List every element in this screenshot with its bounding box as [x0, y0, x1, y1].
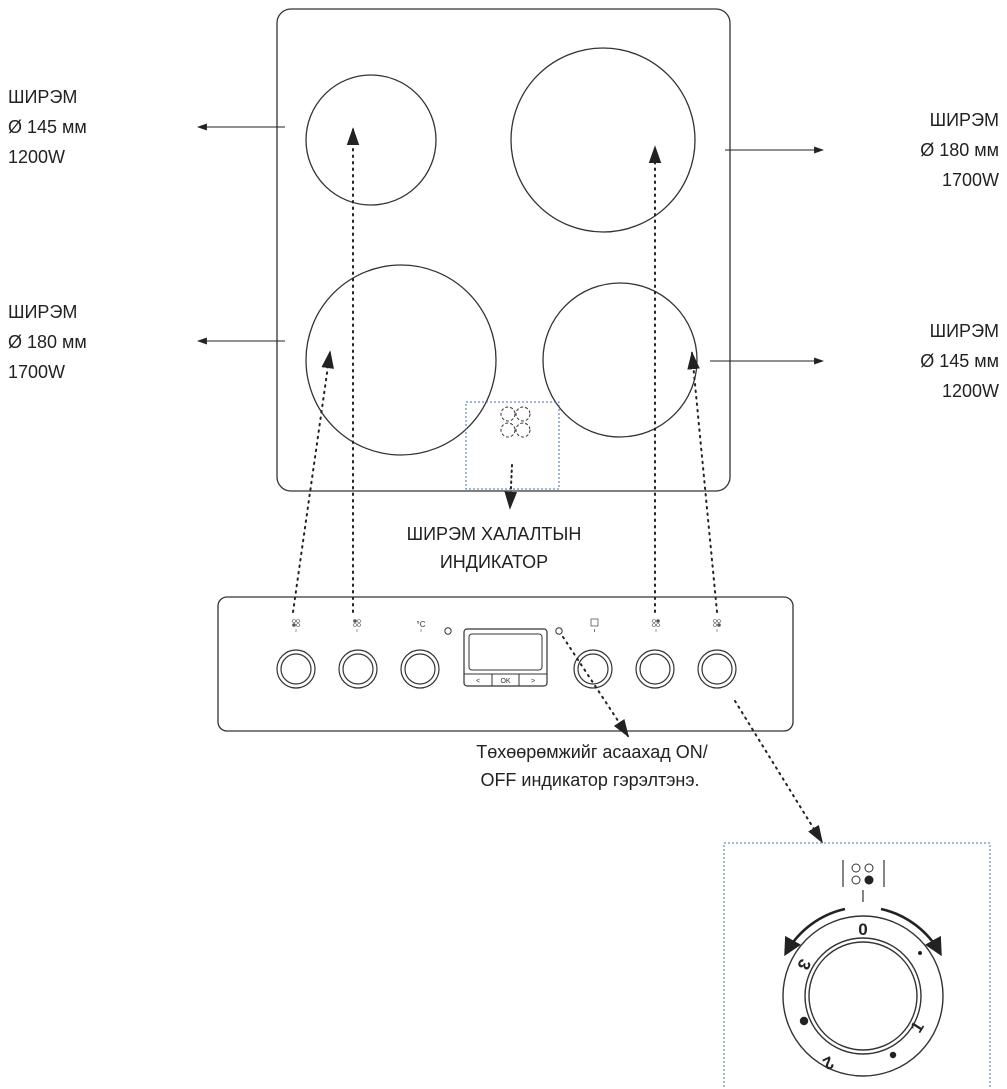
knob-temperature[interactable]: [400, 649, 440, 689]
heat-indicator-pointer: [504, 464, 518, 510]
knob-position-3: 3: [793, 956, 814, 973]
zone-top-right: [510, 47, 696, 233]
hob-zone-indicator-icon: [353, 619, 361, 632]
zone-bottom-right: [542, 282, 698, 438]
display-left-button[interactable]: <: [476, 678, 480, 685]
svg-text:1200W: 1200W: [942, 381, 999, 401]
knob-detail-inset: [723, 842, 991, 1089]
power-indicator-light: [444, 627, 452, 635]
onoff-indicator-light: [555, 627, 563, 635]
svg-text:ШИРЭМ: ШИРЭМ: [8, 87, 77, 107]
knob-detail[interactable]: [782, 915, 944, 1077]
timer-display: [463, 628, 548, 687]
knob-dots: [799, 951, 922, 1059]
svg-text:ИНДИКАТОР: ИНДИКАТОР: [440, 552, 548, 572]
onoff-pointer: [562, 636, 629, 738]
svg-text:ШИРЭМ ХАЛАЛТЫН: ШИРЭМ ХАЛАЛТЫН: [407, 524, 582, 544]
knob-detail-pointer: [734, 700, 823, 844]
zone-top-left: [305, 74, 437, 206]
hob-zone-indicator-icon: [292, 619, 300, 632]
display-right-button[interactable]: >: [531, 678, 535, 685]
hob-zone-indicator-icon: [652, 619, 660, 632]
label-top-left: ШИРЭМ Ø 145 мм 1200W: [8, 87, 87, 167]
knob-oven-function[interactable]: [573, 649, 613, 689]
zone-bottom-left: [305, 264, 497, 456]
svg-text:Ø 180 мм: Ø 180 мм: [8, 332, 87, 352]
svg-text:Ø 180 мм: Ø 180 мм: [920, 140, 999, 160]
zone-connectors: [292, 127, 718, 613]
knob-zone-bottom-right[interactable]: [697, 649, 737, 689]
knob-zone-bottom-left[interactable]: [276, 649, 316, 689]
svg-text:1200W: 1200W: [8, 147, 65, 167]
svg-text:OFF индикатор гэрэлтэнэ.: OFF индикатор гэрэлтэнэ.: [480, 770, 699, 790]
svg-text:ШИРЭМ: ШИРЭМ: [930, 321, 999, 341]
knob-position-1: 1: [907, 1018, 928, 1036]
heat-indicator-label: ШИРЭМ ХАЛАЛТЫН ИНДИКАТОР: [407, 524, 582, 572]
hob-zone-indicator-icon: [500, 406, 531, 438]
onoff-note: Төхөөрөмжийг асаахад ON/ OFF индикатор г…: [476, 742, 708, 790]
svg-text:Ø 145 мм: Ø 145 мм: [920, 351, 999, 371]
cooktop-surface: [276, 8, 731, 492]
hob-zone-indicator-icon: [842, 860, 885, 902]
oven-light-icon: [590, 618, 599, 632]
knob-zone-top-right[interactable]: [635, 649, 675, 689]
label-bottom-left: ШИРЭМ Ø 180 мм 1700W: [8, 302, 87, 382]
hob-zone-indicator-icon: [713, 619, 721, 632]
label-bottom-right: ШИРЭМ Ø 145 мм 1200W: [920, 321, 999, 401]
svg-text:ШИРЭМ: ШИРЭМ: [8, 302, 77, 322]
knob-position-0: 0: [858, 920, 867, 939]
svg-text:1700W: 1700W: [942, 170, 999, 190]
svg-text:Ø 145 мм: Ø 145 мм: [8, 117, 87, 137]
temperature-icon: °C: [417, 620, 426, 629]
display-ok-button[interactable]: OK: [500, 678, 510, 685]
svg-text:Төхөөрөмжийг асаахад ON/: Төхөөрөмжийг асаахад ON/: [476, 742, 708, 762]
svg-text:ШИРЭМ: ШИРЭМ: [930, 110, 999, 130]
rotation-arrow-icon: [784, 907, 942, 957]
svg-text:1700W: 1700W: [8, 362, 65, 382]
knob-position-2: 2: [820, 1052, 837, 1073]
heat-indicator-box: [465, 401, 560, 490]
control-panel: [217, 596, 794, 732]
label-top-right: ШИРЭМ Ø 180 мм 1700W: [920, 110, 999, 190]
knob-zone-top-left[interactable]: [338, 649, 378, 689]
